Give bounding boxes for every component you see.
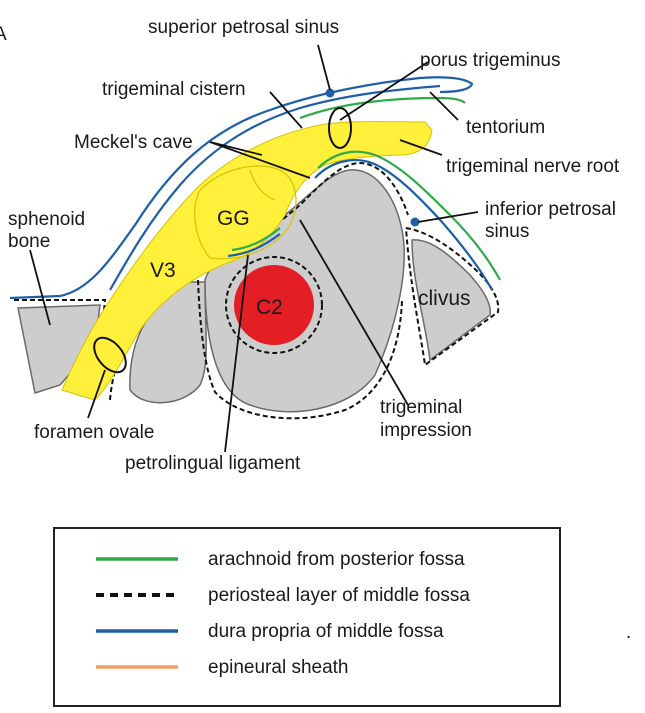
legend-label-3: epineural sheath [208,657,349,678]
carotid-artery-c2 [234,265,314,345]
carotid-periosteum [225,256,323,354]
leader-trigeminal-nerve-root [399,139,443,156]
legend: arachnoid from posterior fossa periosteal… [53,527,561,707]
label-impression: impression [380,420,472,441]
legend-label-2: dura propria of middle fossa [208,621,444,642]
label-trigeminal-nerve-root: trigeminal nerve root [446,156,620,177]
legend-label-1: periosteal layer of middle fossa [208,585,470,606]
leader-trigeminal-impression [299,219,409,406]
label-sphenoid: sphenoid [8,209,85,230]
trigeminal-nerve [61,121,433,401]
leader-superior-petrosal-sinus [317,44,331,91]
label-c2: C2 [256,296,283,319]
arachnoid-lower [317,150,501,281]
leader-tentorium [429,91,459,121]
foramen-ovale-ring [93,336,127,374]
leader-inferior-petrosal-sinus [417,211,479,223]
porus-trigeminus-ring [328,107,352,149]
inferior-petrosal-sinus-dot [410,217,420,227]
label-foramen-ovale: foramen ovale [34,422,154,443]
clivus-bone [411,239,492,362]
label-petrolingual-ligament: petrolingual ligament [125,453,301,474]
clivus-periosteum [405,227,500,367]
label-sinus: sinus [485,221,529,242]
arachnoid-top [299,96,466,120]
dura-ganglion-floor [227,233,281,258]
edge-artifact: . [626,622,631,643]
legend-items: arachnoid from posterior fossa periosteal… [96,549,470,678]
dura-propria-inner [109,84,441,291]
arachnoid-ganglion-floor [231,227,281,252]
label-inferior-petrosal: inferior petrosal [485,199,616,220]
petrous-lower-lobe [129,281,207,404]
leader-trigeminal-cistern [269,91,303,129]
label-trigeminal-cistern: trigeminal cistern [102,79,246,100]
label-clivus: clivus [418,287,471,310]
leader-sphenoid-bone [29,249,51,326]
label-gg: GG [217,207,250,230]
label-bone: bone [8,231,50,252]
petrous-periosteum [109,161,409,401]
label-meckels-cave: Meckel's cave [74,132,193,153]
gasserian-ganglion-outline [194,165,297,260]
dura-lower [314,159,493,291]
superior-petrosal-sinus-dot [325,88,335,98]
leader-porus-trigeminus [339,61,429,121]
label-trigeminal: trigeminal [380,397,462,418]
dura-propria-outer [9,76,474,300]
leader-meckels-cave-b [209,141,311,179]
label-tentorium: tentorium [466,117,545,138]
ganglion-lobe [249,169,276,201]
legend-label-0: arachnoid from posterior fossa [208,549,465,570]
label-v3: V3 [150,259,176,282]
leader-foramen-ovale [87,369,106,419]
panel-letter: A [0,24,7,45]
label-porus-trigeminus: porus trigeminus [420,50,560,71]
label-superior-petrosal-sinus: superior petrosal sinus [148,17,339,38]
leader-petrolingual-ligament [224,254,249,453]
